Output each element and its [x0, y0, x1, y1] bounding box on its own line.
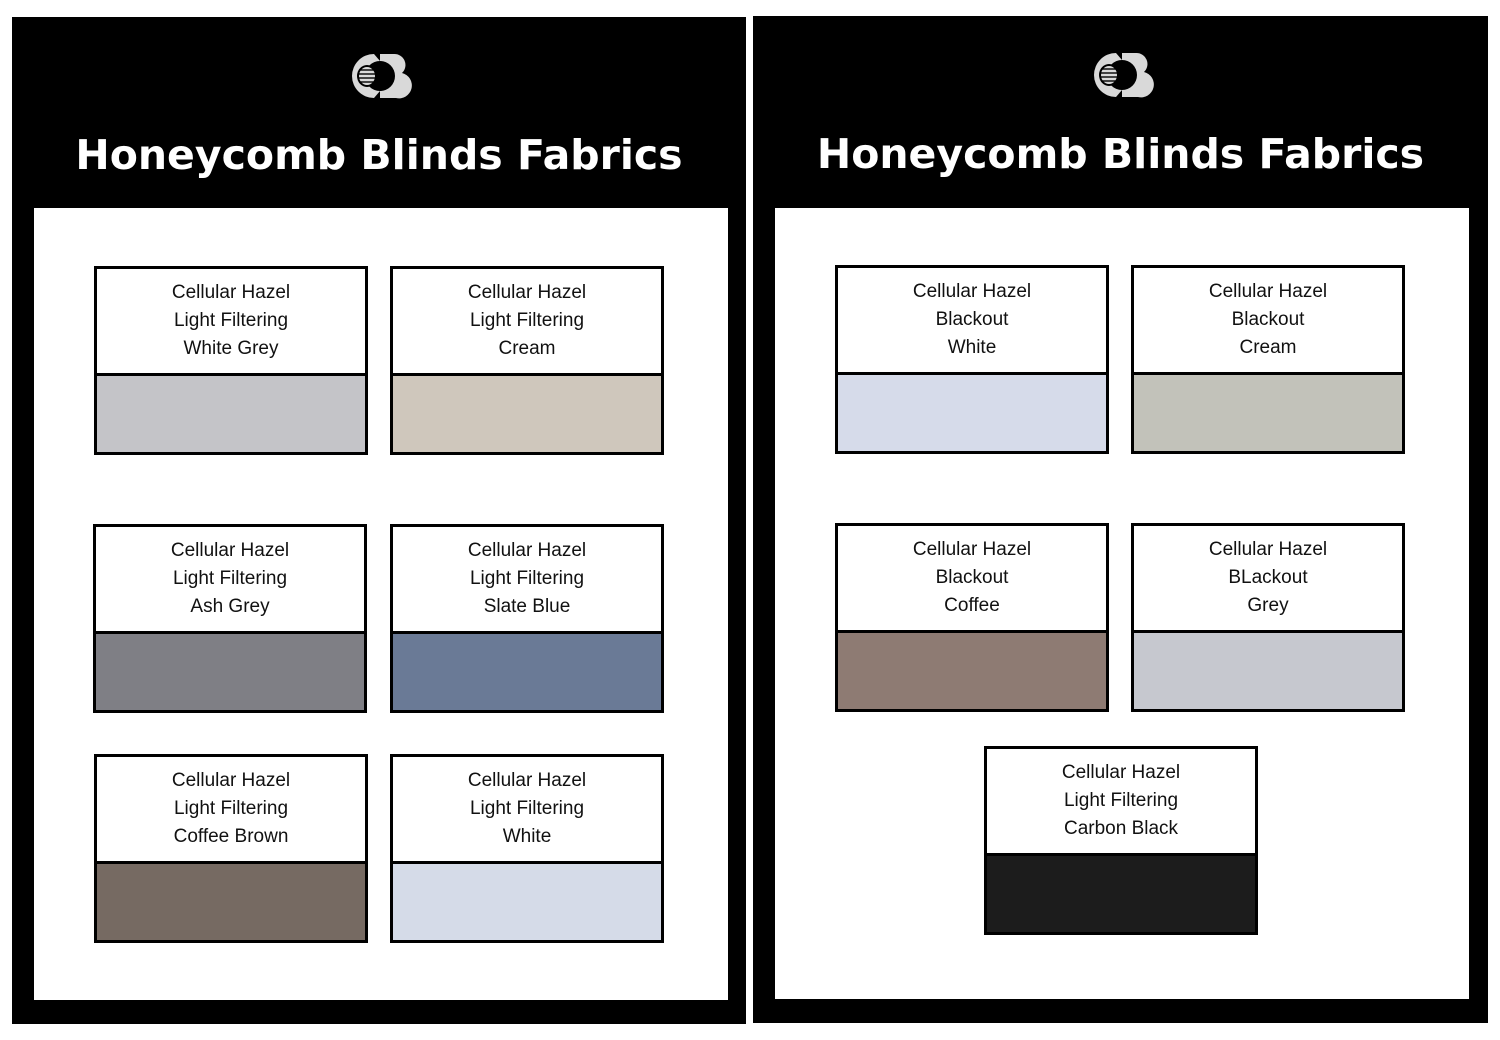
fabric-swatch [390, 373, 664, 455]
fabric-label: Cellular Hazel Blackout Cream [1131, 265, 1405, 375]
fabric-label: Cellular Hazel Light Filtering Ash Grey [93, 524, 367, 634]
fabric-type: BLackout [1228, 567, 1308, 588]
fabric-type: Blackout [935, 309, 1009, 330]
page-title: Honeycomb Blinds Fabrics [816, 130, 1425, 178]
fabric-color-name: Carbon Black [1063, 818, 1179, 839]
fabric-card: Cellular Hazel Light Filtering Ash Grey [93, 524, 367, 713]
fabric-card: Cellular Hazel Light Filtering White [390, 754, 664, 943]
fabric-card: Cellular Hazel BLackout Grey [1131, 523, 1405, 712]
fabric-series: Cellular Hazel [1208, 281, 1328, 302]
fabric-card: Cellular Hazel Blackout White [835, 265, 1109, 454]
fabric-series: Cellular Hazel [912, 539, 1032, 560]
fabric-series: Cellular Hazel [170, 540, 290, 561]
fabric-color-name: White [502, 826, 552, 847]
fabric-series: Cellular Hazel [1208, 539, 1328, 560]
fabric-card: Cellular Hazel Light Filtering Slate Blu… [390, 524, 664, 713]
page-title: Honeycomb Blinds Fabrics [75, 131, 683, 179]
fabric-type: Light Filtering [173, 798, 289, 819]
fabric-type: Blackout [1231, 309, 1305, 330]
fabric-card: Cellular Hazel Light Filtering White Gre… [94, 266, 368, 455]
fabric-swatch [1131, 630, 1405, 712]
fabric-color-name: White Grey [183, 338, 279, 359]
fabric-swatch [835, 630, 1109, 712]
fabric-card: Cellular Hazel Light Filtering Cream [390, 266, 664, 455]
fabric-label: Cellular Hazel Light Filtering White Gre… [94, 266, 368, 376]
fabric-color-name: Cream [498, 338, 556, 359]
fabric-label: Cellular Hazel Blackout Coffee [835, 523, 1109, 633]
fabric-type: Light Filtering [469, 798, 585, 819]
fabric-color-name: Ash Grey [190, 596, 270, 617]
fabric-series: Cellular Hazel [467, 282, 587, 303]
swatch-area: Cellular Hazel Light Filtering White Gre… [34, 208, 728, 1000]
fabric-swatch [94, 861, 368, 943]
fabric-type: Light Filtering [172, 568, 288, 589]
fabric-swatch [835, 372, 1109, 454]
fabric-label: Cellular Hazel Light Filtering Coffee Br… [94, 754, 368, 864]
fabric-type: Light Filtering [1063, 790, 1179, 811]
fabric-series: Cellular Hazel [912, 281, 1032, 302]
fabric-color-name: Slate Blue [483, 596, 571, 617]
fabric-type: Light Filtering [469, 568, 585, 589]
fabric-series: Cellular Hazel [467, 540, 587, 561]
fabric-series: Cellular Hazel [171, 770, 291, 791]
fabric-series: Cellular Hazel [467, 770, 587, 791]
fabric-label: Cellular Hazel Blackout White [835, 265, 1109, 375]
fabric-color-name: Coffee Brown [173, 826, 289, 847]
fabric-label: Cellular Hazel Light Filtering Cream [390, 266, 664, 376]
fabric-swatch [93, 631, 367, 713]
fabric-color-name: Grey [1247, 595, 1289, 616]
fabric-label: Cellular Hazel BLackout Grey [1131, 523, 1405, 633]
fabric-label: Cellular Hazel Light Filtering White [390, 754, 664, 864]
fabric-color-name: Coffee [944, 595, 1000, 616]
fabric-swatch [390, 861, 664, 943]
fabric-card: Cellular Hazel Blackout Cream [1131, 265, 1405, 454]
fabric-series: Cellular Hazel [1061, 762, 1181, 783]
fabric-color-name: White [947, 337, 997, 358]
catalog-panel-right: Honeycomb Blinds Fabrics Cellular Hazel … [753, 16, 1488, 1023]
fabric-card: Cellular Hazel Blackout Coffee [835, 523, 1109, 712]
cb-logo-icon [1093, 52, 1154, 98]
fabric-card: Cellular Hazel Light Filtering Carbon Bl… [984, 746, 1258, 935]
fabric-swatch [390, 631, 664, 713]
cb-logo-icon [352, 53, 412, 99]
fabric-label: Cellular Hazel Light Filtering Carbon Bl… [984, 746, 1258, 856]
fabric-type: Light Filtering [173, 310, 289, 331]
fabric-label: Cellular Hazel Light Filtering Slate Blu… [390, 524, 664, 634]
swatch-area: Cellular Hazel Blackout White Cellular H… [775, 208, 1469, 999]
fabric-series: Cellular Hazel [171, 282, 291, 303]
fabric-swatch [94, 373, 368, 455]
fabric-type: Blackout [935, 567, 1009, 588]
catalog-panel-left: Honeycomb Blinds Fabrics Cellular Hazel … [12, 17, 746, 1024]
fabric-swatch [984, 853, 1258, 935]
fabric-color-name: Cream [1239, 337, 1297, 358]
fabric-type: Light Filtering [469, 310, 585, 331]
fabric-card: Cellular Hazel Light Filtering Coffee Br… [94, 754, 368, 943]
fabric-swatch [1131, 372, 1405, 454]
